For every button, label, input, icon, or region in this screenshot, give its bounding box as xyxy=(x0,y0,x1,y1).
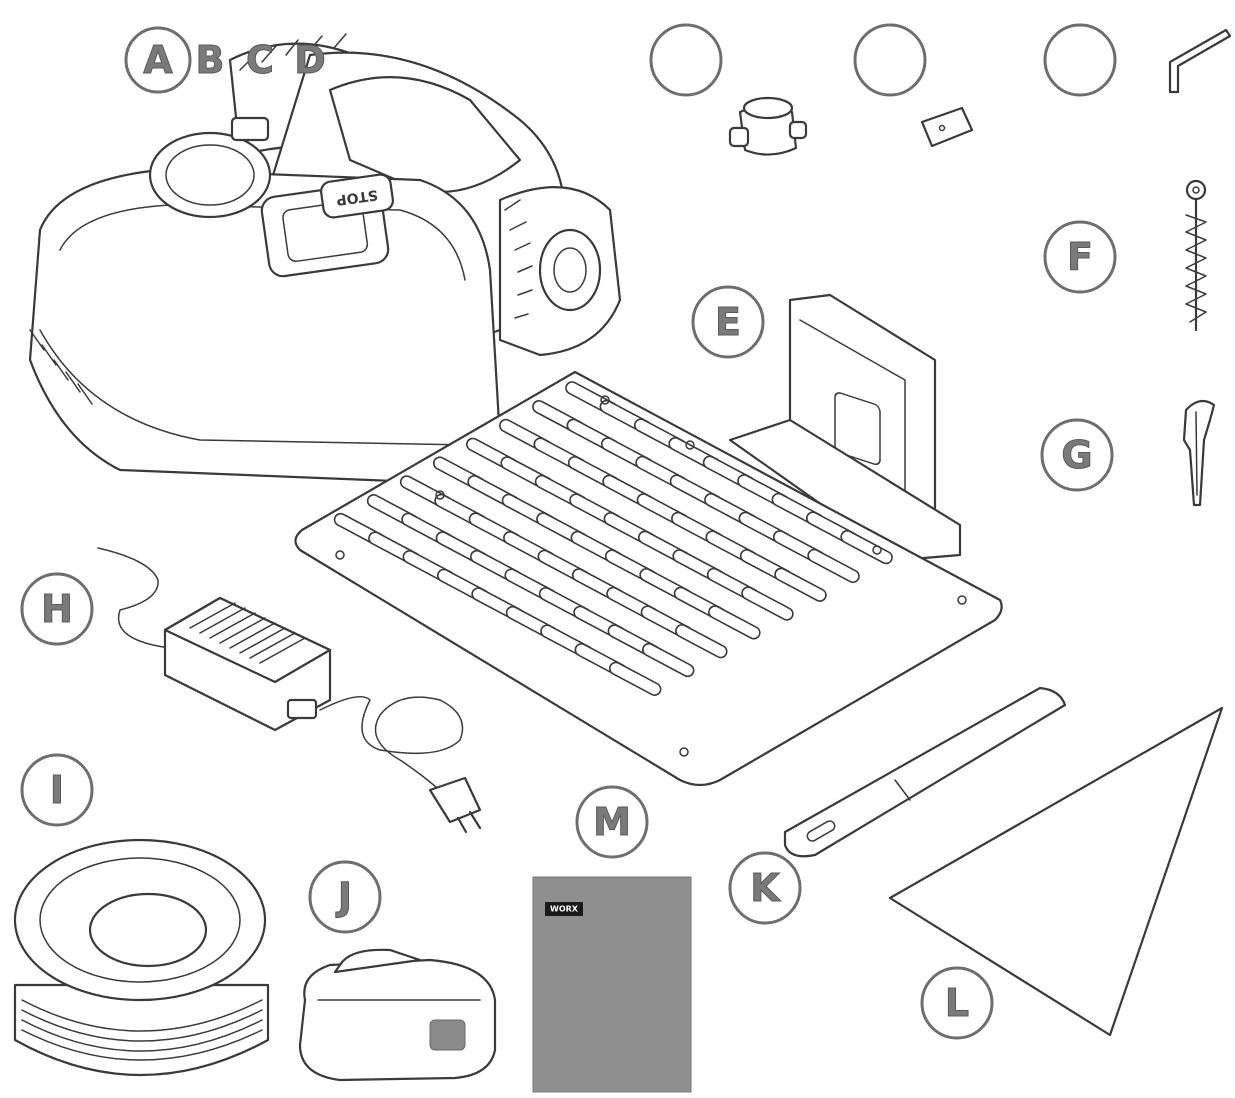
robotic-mower: STOP xyxy=(28,33,622,484)
adapter-grille xyxy=(189,602,306,664)
label-c: C xyxy=(246,38,275,83)
power-button xyxy=(230,116,270,142)
label-k: K xyxy=(728,851,802,925)
svg-text:K: K xyxy=(750,866,781,910)
warning-flag xyxy=(888,706,1224,1037)
label-l: L xyxy=(920,966,994,1040)
svg-text:L: L xyxy=(945,981,969,1025)
allen-key xyxy=(1168,28,1232,94)
plate-slot xyxy=(675,624,728,659)
plate-slot xyxy=(741,586,794,621)
empty-label-circle-1 xyxy=(649,23,723,97)
base-plate-slots xyxy=(333,381,893,696)
svg-text:H: H xyxy=(41,587,73,631)
wire-peg xyxy=(1182,399,1216,507)
stop-button-label: STOP xyxy=(335,186,379,208)
plate-slot xyxy=(774,567,827,602)
plate-slot xyxy=(642,642,695,678)
stop-button xyxy=(320,173,394,219)
spool-windings xyxy=(21,999,263,1061)
svg-text:B: B xyxy=(196,38,225,82)
label-f: F xyxy=(1043,220,1117,294)
label-j: J xyxy=(308,860,382,934)
svg-text:M: M xyxy=(593,800,631,844)
boundary-wire-spool xyxy=(13,838,270,1076)
label-m: M xyxy=(575,785,649,859)
manual-brand: WORX xyxy=(550,905,579,914)
svg-text:C: C xyxy=(246,38,274,82)
plate-slot xyxy=(708,605,761,640)
empty-label-circle-2 xyxy=(853,23,927,97)
svg-text:J: J xyxy=(335,875,352,919)
svg-text:F: F xyxy=(1067,235,1093,279)
plate-slot xyxy=(608,661,662,696)
power-supply xyxy=(97,547,482,834)
mains-plug xyxy=(428,776,482,824)
battery-pack xyxy=(298,948,497,1082)
svg-text:E: E xyxy=(715,300,741,344)
svg-text:A: A xyxy=(143,38,173,82)
empty-label-circle-3 xyxy=(1043,23,1117,97)
side-vents xyxy=(29,329,93,405)
spare-blade xyxy=(920,106,974,148)
label-g: G xyxy=(1040,418,1114,492)
label-h: H xyxy=(20,572,94,646)
fixing-screw xyxy=(1185,179,1207,332)
svg-text:D: D xyxy=(294,38,326,82)
label-b: B xyxy=(195,38,225,83)
label-a: A xyxy=(124,26,192,94)
distance-ruler xyxy=(783,686,1067,858)
svg-text:G: G xyxy=(1061,433,1092,477)
wheel-tread xyxy=(239,33,533,319)
plate-slot xyxy=(807,548,860,584)
svg-text:I: I xyxy=(50,768,64,812)
label-i: I xyxy=(20,753,94,827)
label-e: E xyxy=(691,285,765,359)
charging-base xyxy=(294,293,1003,787)
plate-slot xyxy=(840,530,893,565)
wire-connector xyxy=(728,96,808,156)
user-manual: WORX xyxy=(532,876,692,1093)
mower-dial xyxy=(148,131,272,219)
label-d: D xyxy=(294,38,327,83)
